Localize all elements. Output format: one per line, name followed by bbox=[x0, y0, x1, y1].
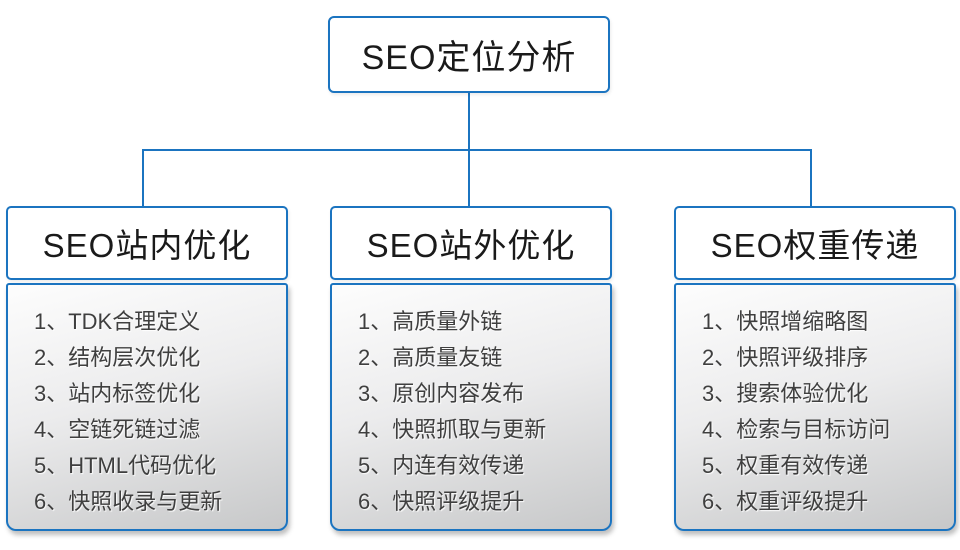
root-node-label: SEO定位分析 bbox=[361, 39, 577, 77]
column-offsite-title: SEO站外优化 bbox=[366, 227, 576, 264]
list-item: 2、快照评级排序 bbox=[702, 345, 869, 370]
column-offsite: SEO站外优化 1、高质量外链 2、高质量友链 3、原创内容发布 4、快照抓取与… bbox=[330, 206, 612, 531]
column-weight-header: SEO权重传递 bbox=[674, 206, 956, 280]
list-item: 4、检索与目标访问 bbox=[702, 417, 891, 442]
column-offsite-header: SEO站外优化 bbox=[330, 206, 612, 280]
connector-drop-right bbox=[810, 149, 812, 207]
list-item: 5、内连有效传递 bbox=[358, 453, 525, 478]
column-offsite-list: 1、高质量外链 2、高质量友链 3、原创内容发布 4、快照抓取与更新 5、内连有… bbox=[330, 283, 612, 531]
list-item: 6、快照收录与更新 bbox=[34, 489, 223, 514]
list-item: 5、权重有效传递 bbox=[702, 453, 869, 478]
list-item: 4、空链死链过滤 bbox=[34, 417, 201, 442]
list-item: 5、HTML代码优化 bbox=[34, 453, 217, 478]
column-onsite-title: SEO站内优化 bbox=[42, 227, 252, 264]
list-item: 6、权重评级提升 bbox=[702, 489, 869, 514]
list-item: 3、搜索体验优化 bbox=[702, 381, 869, 406]
list-item: 1、高质量外链 bbox=[358, 309, 503, 334]
list-item: 3、站内标签优化 bbox=[34, 381, 201, 406]
list-item: 3、原创内容发布 bbox=[358, 381, 525, 406]
column-onsite-header: SEO站内优化 bbox=[6, 206, 288, 280]
list-item: 6、快照评级提升 bbox=[358, 489, 525, 514]
list-item: 1、快照增缩略图 bbox=[702, 309, 869, 334]
list-item: 2、高质量友链 bbox=[358, 345, 503, 370]
column-onsite: SEO站内优化 1、TDK合理定义 2、结构层次优化 3、站内标签优化 4、空链… bbox=[6, 206, 288, 531]
root-node: SEO定位分析 bbox=[328, 16, 610, 93]
column-weight: SEO权重传递 1、快照增缩略图 2、快照评级排序 3、搜索体验优化 4、检索与… bbox=[674, 206, 956, 531]
column-onsite-list: 1、TDK合理定义 2、结构层次优化 3、站内标签优化 4、空链死链过滤 5、H… bbox=[6, 283, 288, 531]
list-item: 2、结构层次优化 bbox=[34, 345, 201, 370]
connector-horizontal-rail bbox=[142, 149, 812, 151]
connector-drop-center bbox=[468, 149, 470, 207]
list-item: 1、TDK合理定义 bbox=[34, 309, 201, 334]
list-item: 4、快照抓取与更新 bbox=[358, 417, 547, 442]
connector-root-down bbox=[468, 93, 470, 150]
connector-drop-left bbox=[142, 149, 144, 207]
column-weight-list: 1、快照增缩略图 2、快照评级排序 3、搜索体验优化 4、检索与目标访问 5、权… bbox=[674, 283, 956, 531]
column-weight-title: SEO权重传递 bbox=[710, 227, 920, 264]
